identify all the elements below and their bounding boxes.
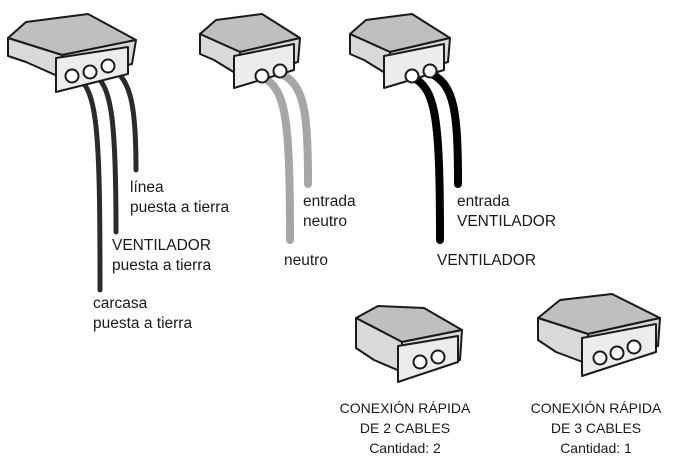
port-2 (82, 64, 98, 80)
port-1 (412, 354, 428, 370)
neutro-wire (260, 74, 294, 244)
part-name-line1: CONEXIÓN RÁPIDA (340, 400, 471, 416)
fan-connector-2-cable: entrada VENTILADOR VENTILADOR (349, 13, 556, 269)
port-2 (422, 63, 438, 79)
linea-sub-label: puesta a tierra (130, 199, 229, 216)
ventilador-label: VENTILADOR (437, 252, 536, 269)
carcasa-ground-wire (71, 73, 103, 293)
part-name-line2: DE 2 CABLES (360, 420, 450, 436)
ventilador-ground-label: VENTILADOR (112, 237, 211, 254)
ground-connector-3-cable: línea puesta a tierra VENTILADOR puesta … (7, 13, 229, 332)
entrada-ventilador-wire (428, 70, 462, 188)
port-3 (626, 339, 642, 355)
port-2 (272, 63, 288, 79)
port-2 (430, 349, 446, 365)
part-name-line1: CONEXIÓN RÁPIDA (531, 400, 662, 416)
port-1 (64, 68, 80, 84)
part-3-cable-connector: CONEXIÓN RÁPIDA DE 3 CABLES Cantidad: 1 (531, 293, 662, 456)
entrada-ventilador-label: entrada (457, 193, 510, 210)
part-2-cable-connector: CONEXIÓN RÁPIDA DE 2 CABLES Cantidad: 2 (340, 305, 471, 456)
carcasa-label: carcasa (93, 295, 148, 312)
port-1 (592, 350, 608, 366)
port-1 (254, 68, 270, 84)
ventilador-wire (410, 74, 444, 244)
neutro-label: neutro (284, 252, 328, 269)
neutral-connector-2-cable: entrada neutro neutro (199, 13, 356, 269)
port-1 (404, 68, 420, 84)
port-2 (609, 345, 625, 361)
part-name-line2: DE 3 CABLES (551, 420, 641, 436)
part-quantity: Cantidad: 1 (560, 440, 632, 456)
ventilador-ground-sub-label: puesta a tierra (112, 257, 211, 274)
entrada-neutro-sub-label: neutro (303, 213, 347, 230)
part-quantity: Cantidad: 2 (369, 440, 441, 456)
linea-label: línea (130, 179, 164, 196)
entrada-neutro-label: entrada (303, 193, 356, 210)
entrada-ventilador-sub-label: VENTILADOR (457, 213, 556, 230)
carcasa-sub-label: puesta a tierra (93, 315, 192, 332)
port-3 (100, 58, 116, 74)
entrada-neutro-wire (278, 70, 312, 188)
